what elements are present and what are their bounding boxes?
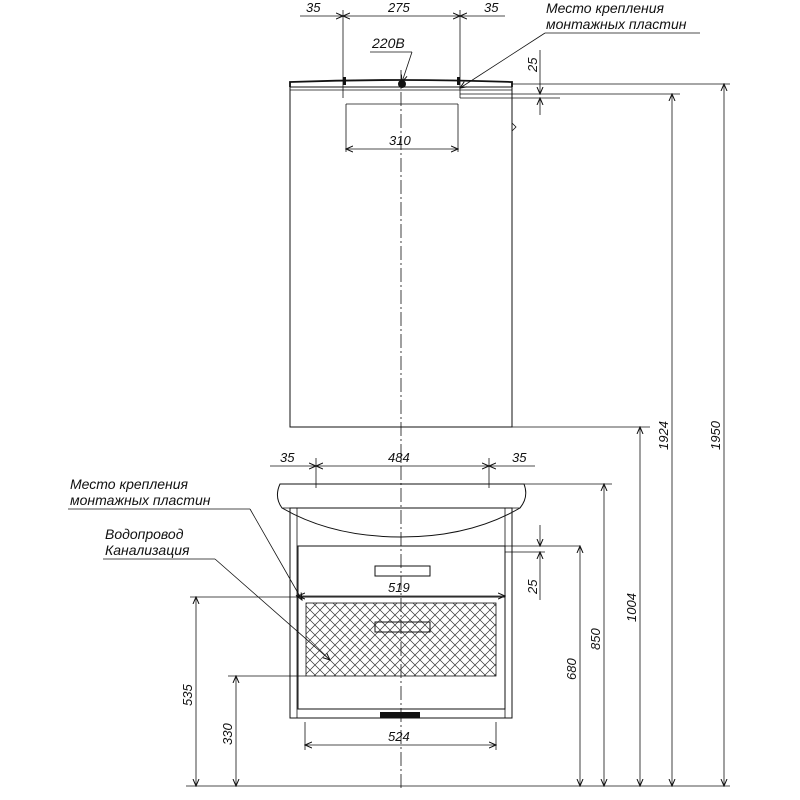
dim-mirror-top-height: 1924 [656, 421, 671, 450]
cabinet-foot [380, 712, 420, 718]
dim-water-height: 535 [180, 684, 195, 706]
mirror-hinge-icon [511, 122, 517, 132]
cabinet-dimensions: 35 484 35 519 524 25 850 680 535 330 [180, 450, 730, 786]
dim-cabinet-left-offset: 35 [280, 450, 295, 465]
dim-sewer-height: 330 [220, 723, 235, 745]
dim-mirror-left-offset: 35 [306, 0, 321, 15]
dim-mirror-plate-height: 25 [525, 57, 540, 73]
mount-plate-right-icon [457, 77, 460, 85]
dim-drawer-top-height: 680 [564, 658, 579, 680]
dim-base-width: 524 [388, 729, 410, 744]
plumbing-zone [305, 602, 497, 677]
dim-cabinet-right-offset: 35 [512, 450, 527, 465]
dim-mirror-inner-width: 310 [389, 133, 411, 148]
dim-cabinet-top-height: 1004 [624, 593, 639, 622]
water-note-line1: Водопровод [105, 526, 184, 542]
dim-overall-height: 1950 [708, 420, 723, 450]
upper-drawer-handle [374, 565, 431, 577]
dim-drawer-width: 519 [388, 580, 410, 595]
dim-drawer-plate-height: 25 [525, 579, 540, 595]
overall-height-dimensions: 1950 1924 1004 [512, 84, 730, 786]
mount-note-top-line1: Место крепления [546, 0, 665, 16]
dim-mirror-plate-span: 275 [387, 0, 410, 15]
lower-drawer-handle [374, 621, 431, 633]
mount-note-top-line2: монтажных пластин [546, 16, 687, 32]
washbasin [276, 483, 527, 538]
dim-cabinet-plate-span: 484 [388, 450, 410, 465]
left-notes: Место крепления монтажных пластин Водопр… [68, 476, 330, 660]
mirror-cabinet [289, 77, 517, 428]
vanity-cabinet [276, 483, 527, 719]
mirror-top-dimensions: 35 275 35 310 25 220В Место крепления мо… [300, 0, 700, 152]
water-note-line2: Канализация [105, 542, 190, 558]
mount-plate-left-icon [343, 77, 346, 85]
dim-countertop-height: 850 [588, 628, 603, 650]
mount-note-bottom-line2: монтажных пластин [70, 492, 211, 508]
power-label: 220В [371, 35, 405, 51]
mount-note-bottom-line1: Место крепления [70, 476, 189, 492]
dim-mirror-right-offset: 35 [484, 0, 499, 15]
